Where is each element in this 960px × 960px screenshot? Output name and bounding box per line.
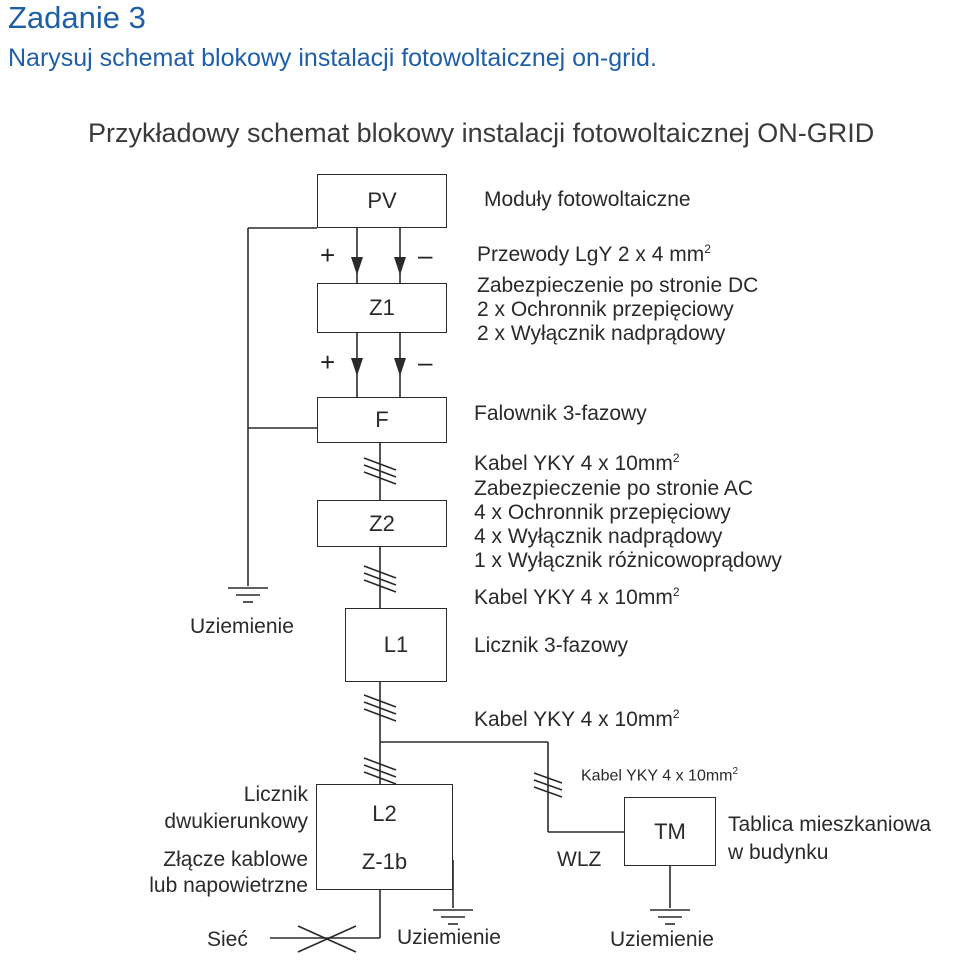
- grounding-mid-label: Uziemienie: [397, 926, 501, 949]
- bidir-meter-label-1: Licznik: [243, 783, 308, 806]
- dc-cable-label: Przewody LgY 2 x 4 mm2: [477, 242, 711, 266]
- junction-label-1: Złącze kablowe: [163, 848, 308, 871]
- ac-cable-label-3: Kabel YKY 4 x 10mm2: [474, 707, 680, 731]
- board-label-1: Tablica mieszkaniowa: [728, 813, 932, 836]
- pv-block: PV: [317, 174, 447, 228]
- ac-protection-item-3: 1 x Wyłącznik różnicowoprądowy: [474, 549, 782, 572]
- ac-cable-label-4: Kabel YKY 4 x 10mm2: [581, 766, 739, 785]
- dc-protection-item-1: 2 x Ochronnik przepięciowy: [477, 298, 734, 321]
- dc-protection-item-2: 2 x Wyłącznik nadprądowy: [477, 322, 726, 345]
- task-description: Narysuj schemat blokowy instalacji fotow…: [8, 44, 657, 72]
- grounding-left-label: Uziemienie: [190, 615, 294, 638]
- pv-description: Moduły fotowoltaiczne: [484, 188, 691, 211]
- dc-plus-bottom: +: [320, 347, 336, 377]
- ac-protection-item-1: 4 x Ochronnik przepięciowy: [474, 501, 731, 524]
- z2-block: Z2: [317, 500, 447, 547]
- l2-label: L2: [372, 801, 397, 826]
- ac-cable-label-1: Kabel YKY 4 x 10mm2: [474, 451, 680, 475]
- l2-block: L2 Z-1b: [316, 784, 453, 890]
- dc-plus-top: +: [320, 240, 336, 270]
- l1-block: L1: [345, 608, 447, 682]
- board-label-2: w budynku: [728, 841, 829, 864]
- tm-block: TM: [624, 797, 716, 866]
- dc-protection-title: Zabezpieczenie po stronie DC: [477, 274, 759, 297]
- dc-minus-top: –: [418, 240, 433, 270]
- ac-cable-label-2: Kabel YKY 4 x 10mm2: [474, 585, 680, 609]
- ac-protection-item-2: 4 x Wyłącznik nadprądowy: [474, 525, 723, 548]
- junction-label-2: lub napowietrzne: [149, 874, 308, 897]
- meter-label: Licznik 3-fazowy: [474, 634, 629, 657]
- grounding-right-label: Uziemienie: [610, 928, 714, 951]
- dc-minus-bottom: –: [418, 347, 433, 377]
- wlz-label: WLZ: [557, 848, 602, 871]
- grid-label: Sieć: [207, 928, 248, 951]
- bidir-meter-label-2: dwukierunkowy: [164, 810, 308, 833]
- inverter-block: F: [317, 397, 447, 443]
- inverter-label: Falownik 3-fazowy: [474, 402, 647, 425]
- diagram-title: Przykładowy schemat blokowy instalacji f…: [88, 118, 875, 148]
- z1-block: Z1: [317, 283, 447, 333]
- ac-protection-title: Zabezpieczenie po stronie AC: [474, 477, 753, 500]
- page-title: Zadanie 3: [8, 0, 146, 35]
- z1b-label: Z-1b: [361, 849, 408, 874]
